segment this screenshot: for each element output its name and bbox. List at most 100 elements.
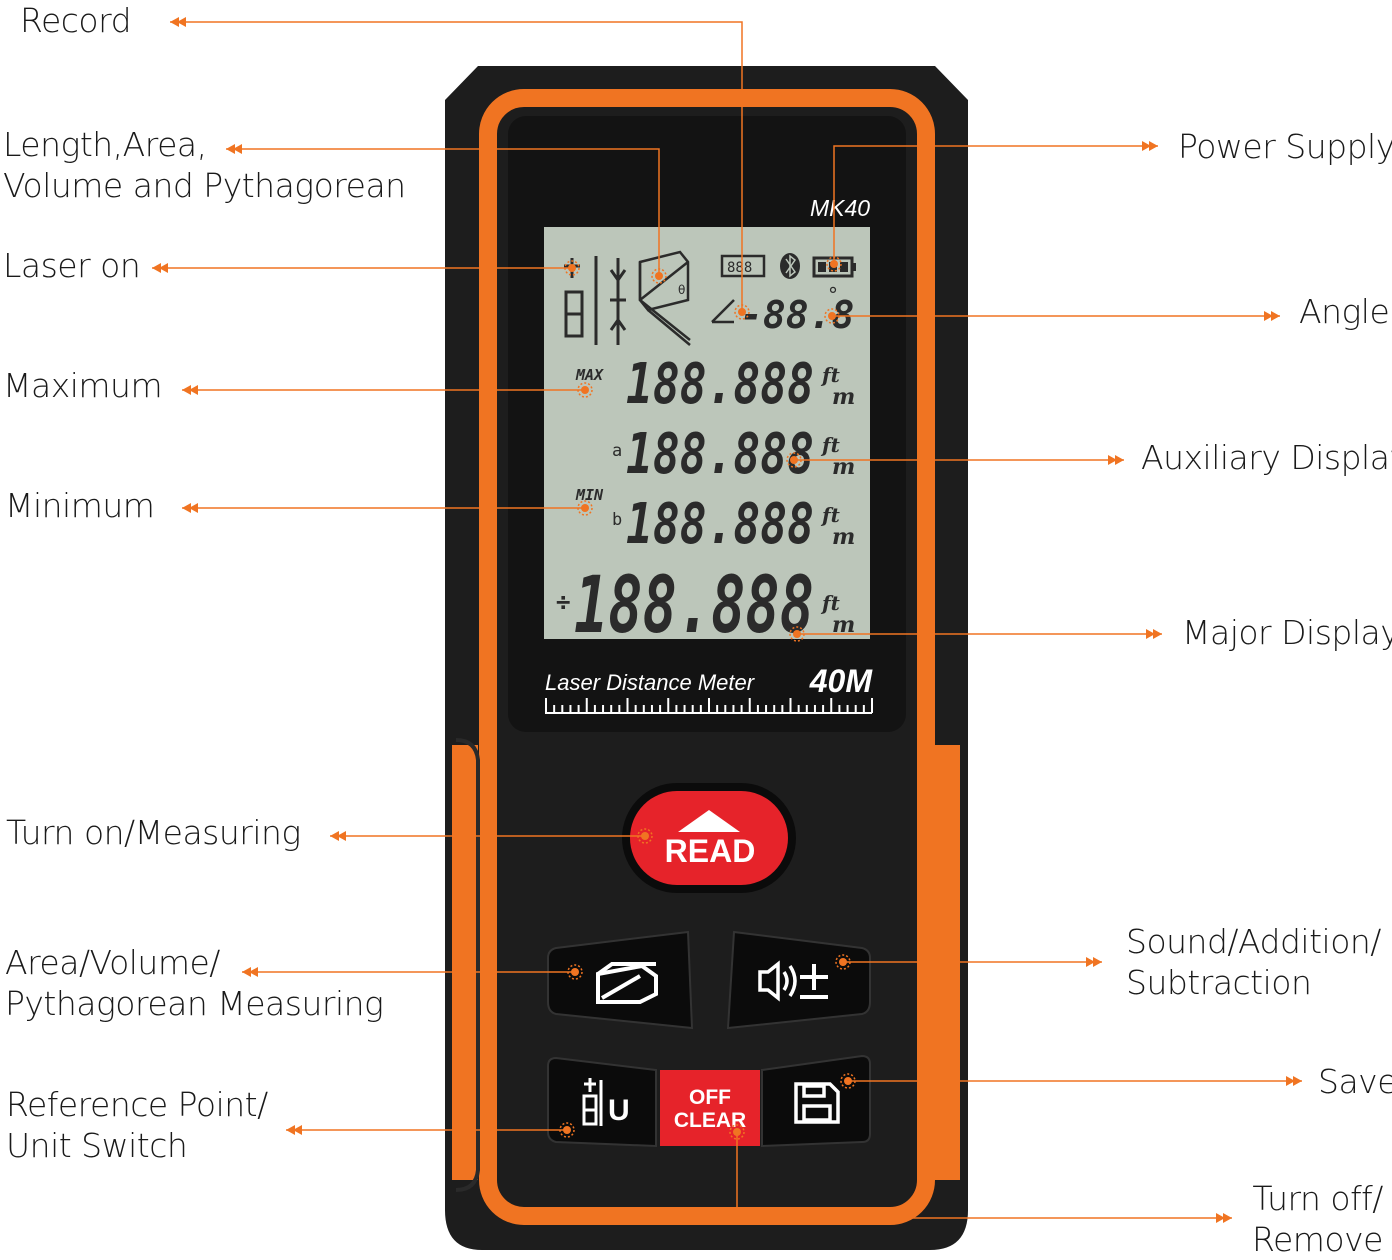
label-record: Record — [20, 0, 132, 41]
anchor-dot — [568, 264, 576, 272]
b-tag: b — [612, 510, 622, 530]
arrowhead — [242, 967, 251, 977]
arrowhead — [249, 967, 258, 977]
reference-arrows-icon — [609, 258, 627, 345]
label-area-line-1: Area/Volume/ — [5, 943, 220, 982]
anchor-ring — [824, 308, 840, 324]
label-sound: Sound/Addition/ Subtraction — [1126, 921, 1381, 1003]
callout-arrowheads — [152, 17, 1302, 1223]
anchor-ring — [577, 382, 593, 398]
unit-m-3: m — [832, 524, 855, 550]
unit-labels: ft m ft m ft m ft m — [820, 363, 855, 638]
lcd-row-3: 188.888 — [626, 492, 814, 557]
arrowhead — [1264, 311, 1273, 321]
lcd-row-2: 188.888 — [626, 422, 814, 487]
callout-line — [226, 148, 660, 276]
label-maximum-line-1: Maximum — [3, 366, 163, 405]
anchor-dot — [828, 312, 836, 320]
anchor-ring — [637, 828, 653, 844]
arrowhead — [189, 503, 198, 513]
unit-ft-2: ft — [820, 433, 841, 457]
sound-plus-minus-button[interactable] — [726, 930, 871, 1030]
min-tag: MIN — [575, 486, 604, 504]
label-turn-off: Turn off/ Remove — [1252, 1178, 1383, 1260]
label-minimum-line-1: Minimum — [5, 486, 155, 525]
bluetooth-icon — [780, 253, 800, 279]
read-button[interactable]: READ — [622, 783, 796, 893]
arrowhead — [337, 831, 346, 841]
speaker-icon — [758, 960, 797, 1002]
anchor-ring — [559, 1122, 575, 1138]
anchor-ring — [789, 626, 805, 642]
label-angle: Angle — [1299, 291, 1390, 332]
off-clear-button[interactable]: OFF CLEAR — [660, 1070, 760, 1146]
label-save: Save — [1318, 1061, 1392, 1102]
anchor-dot — [641, 832, 649, 840]
anchor-ring — [729, 1124, 745, 1140]
label-sound-line-1: Sound/Addition/ — [1126, 922, 1381, 961]
label-area-volume: Area/Volume/ Pythagorean Measuring — [5, 942, 384, 1024]
label-auxiliary-line-1: Auxiliary Display — [1141, 438, 1392, 477]
callout-line — [170, 21, 743, 312]
anchor-dot — [830, 260, 838, 268]
anchor-ring — [826, 256, 842, 272]
label-laser-on: Laser on — [3, 245, 141, 286]
area-volume-button[interactable] — [547, 930, 694, 1030]
arrowhead — [1108, 455, 1117, 465]
anchor-dot — [844, 1077, 852, 1085]
arrowhead — [1293, 1076, 1302, 1086]
angle-unit: ° — [828, 283, 838, 307]
arrowhead — [293, 1125, 302, 1135]
label-length-line-1: Length,Area, — [3, 125, 207, 164]
anchor-dot — [581, 386, 589, 394]
arrowhead — [1153, 629, 1162, 639]
anchor-ring — [786, 452, 802, 468]
label-angle-line-1: Angle — [1299, 292, 1390, 331]
arrowhead — [330, 831, 339, 841]
arrowhead — [1149, 141, 1158, 151]
lcd-row-1: 188.888 — [626, 352, 814, 417]
arrowhead — [182, 503, 191, 513]
record-icon: 888 — [720, 254, 766, 278]
anchor-dot — [790, 456, 798, 464]
unit-ft-3: ft — [820, 503, 841, 527]
label-turn-on-line-1: Turn on/Measuring — [6, 813, 301, 852]
arrowhead — [1146, 629, 1155, 639]
label-power-line-1: Power Supply — [1178, 127, 1392, 166]
clear-label: CLEAR — [674, 1109, 746, 1132]
model-label: MK40 — [810, 195, 870, 221]
label-power-supply: Power Supply — [1178, 126, 1392, 167]
ruler-scale — [545, 698, 873, 714]
svg-text:θ: θ — [678, 283, 685, 297]
label-area-line-2: Pythagorean Measuring — [5, 984, 384, 1023]
unit-ft-1: ft — [820, 363, 841, 387]
arrowhead — [1271, 311, 1280, 321]
box-icon — [596, 962, 658, 1004]
a-tag: a — [612, 441, 622, 461]
arrowhead — [226, 144, 235, 154]
max-tag: MAX — [575, 366, 604, 384]
label-save-line-1: Save — [1318, 1062, 1392, 1101]
unit-u-glyph: U — [608, 1094, 630, 1127]
anchor-dot — [581, 504, 589, 512]
anchor-ring — [577, 500, 593, 516]
brand-line: Laser Distance Meter — [545, 670, 756, 695]
arrowhead — [159, 263, 168, 273]
anchor-dot — [655, 272, 663, 280]
unit-m-4: m — [832, 612, 855, 638]
label-reference-point: Reference Point/ Unit Switch — [6, 1084, 268, 1166]
floppy-disk-icon — [794, 1082, 840, 1124]
lcd-rows: MAX 188.888 a 188.888 MIN b 188.888 188.… — [556, 352, 814, 651]
arrowhead — [1142, 141, 1151, 151]
plus-minus-icon — [800, 964, 828, 999]
arrowhead — [1286, 1076, 1295, 1086]
label-reference-line-2: Unit Switch — [6, 1126, 188, 1165]
anchor-ring — [651, 268, 667, 284]
anchor-ring — [564, 260, 580, 276]
label-reference-line-1: Reference Point/ — [6, 1085, 268, 1124]
save-button[interactable] — [761, 1054, 871, 1148]
arrowhead — [1093, 957, 1102, 967]
reference-unit-button[interactable]: U — [547, 1056, 657, 1148]
off-label: OFF — [689, 1086, 731, 1109]
arrowhead — [286, 1125, 295, 1135]
